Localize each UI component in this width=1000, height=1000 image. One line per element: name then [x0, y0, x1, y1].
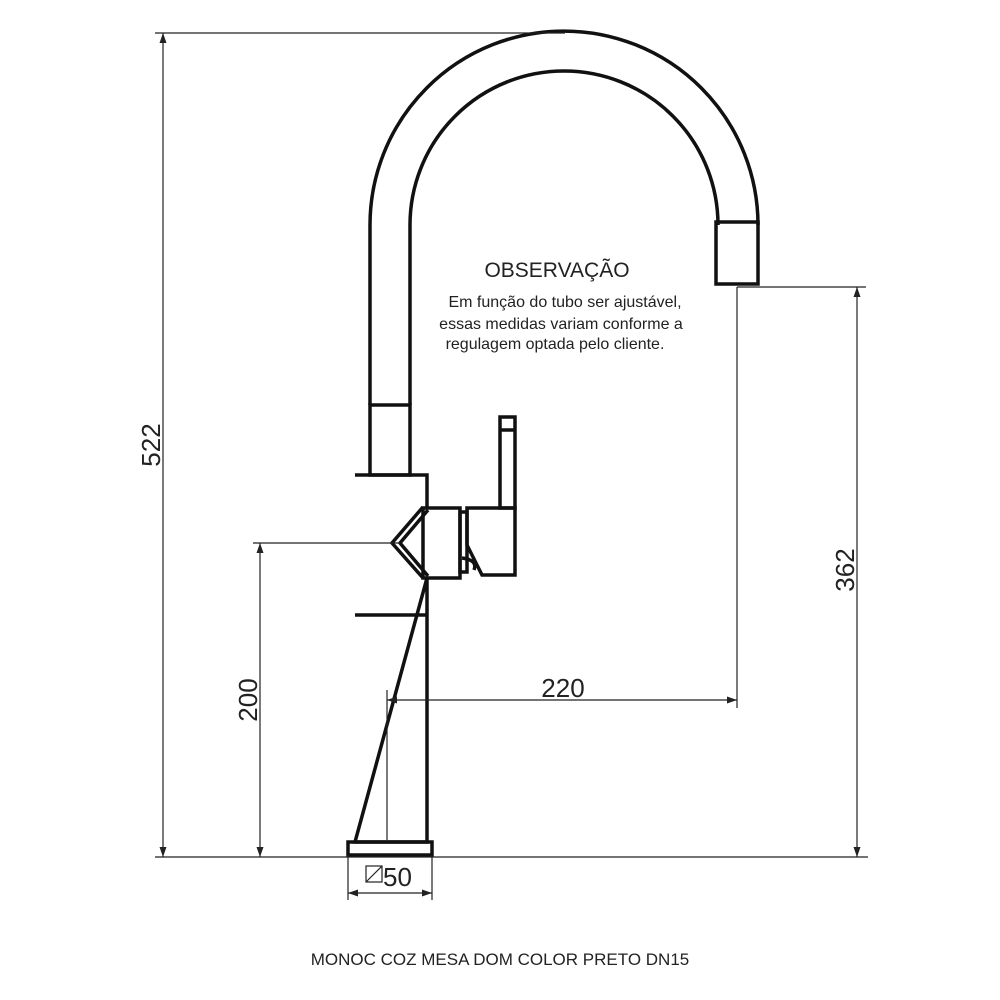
- aerator-nozzle: [714, 220, 760, 286]
- faucet: [346, 29, 760, 857]
- spout-outer: [368, 29, 760, 405]
- base-plate: [346, 840, 434, 857]
- product-caption: MONOC COZ MESA DOM COLOR PRETO DN15: [311, 950, 689, 969]
- dimension-lines: [155, 32, 868, 900]
- note-line-1: Em função do tubo ser ajustável,: [448, 294, 681, 311]
- handle-knob: [461, 556, 477, 571]
- label-522: 522: [136, 423, 166, 466]
- upper-pipe: [368, 403, 412, 477]
- note-title: OBSERVAÇÃO: [484, 258, 629, 282]
- body: [352, 473, 429, 844]
- note-line-3: regulagem optada pelo cliente.: [446, 336, 665, 353]
- spout-inner: [408, 69, 720, 405]
- label-220: 220: [541, 673, 584, 703]
- label-200: 200: [233, 678, 263, 721]
- valve-block: [421, 506, 462, 580]
- handle-lever: [498, 415, 517, 510]
- label-50: 50: [383, 862, 412, 892]
- note-line-2: essas medidas variam conforme a: [439, 316, 683, 333]
- label-362: 362: [830, 548, 860, 591]
- square-size-icon: [365, 865, 383, 883]
